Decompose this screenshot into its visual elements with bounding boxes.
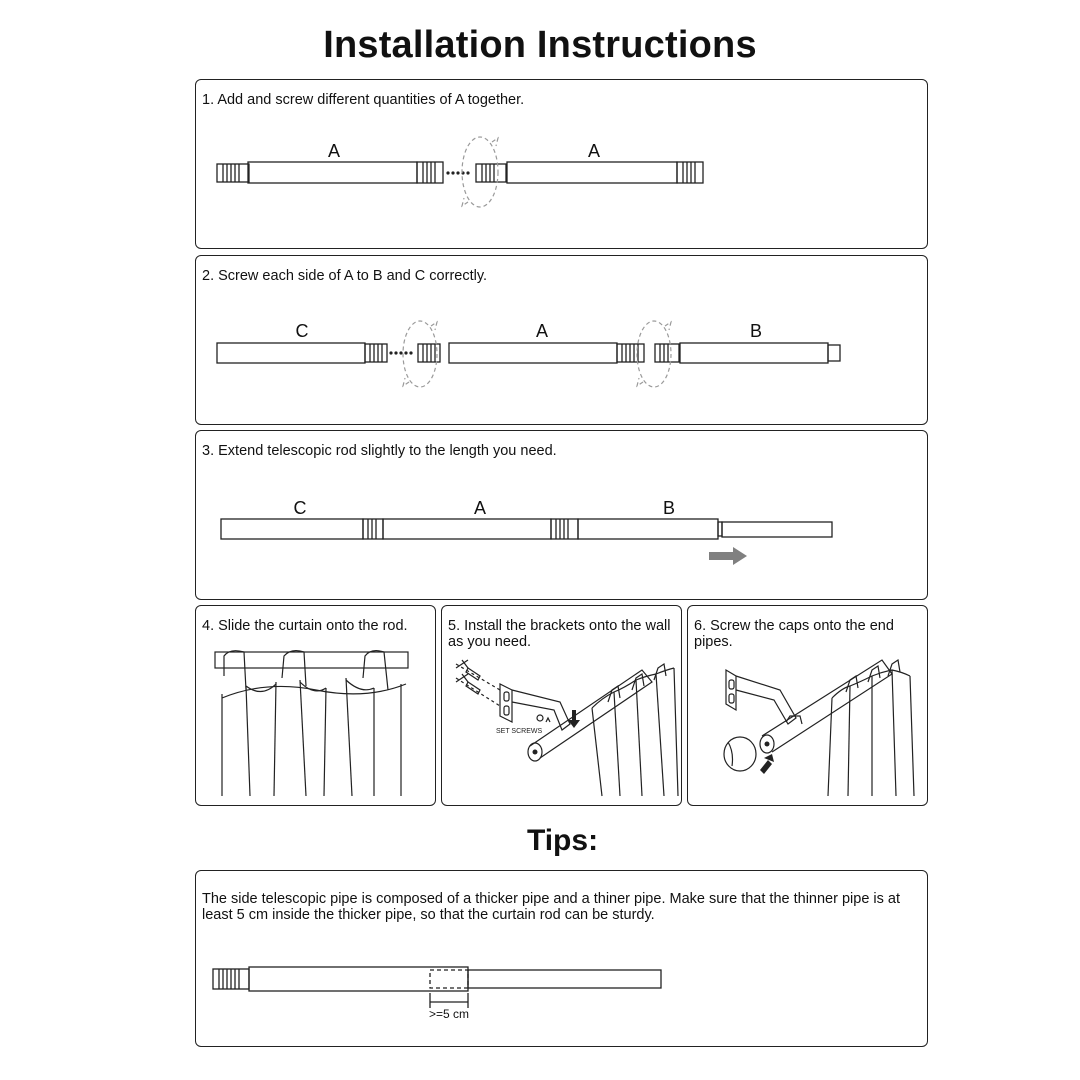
rod-thread-end — [216, 163, 250, 183]
tips-text: The side telescopic pipe is composed of … — [202, 891, 901, 923]
step-5-text: 5. Install the brackets onto the wall as… — [448, 618, 671, 650]
rod-a — [448, 342, 618, 364]
tips-heading: Tips: — [526, 824, 599, 857]
measure-label: >=5 cm — [429, 1007, 469, 1021]
step-2-text: 2. Screw each side of A to B and C corre… — [202, 268, 488, 284]
thinner-pipe — [467, 969, 662, 989]
step-3-panel: 3. Extend telescopic rod slightly to the… — [195, 430, 928, 600]
step-1-text: 1. Add and screw different quantities of… — [202, 92, 525, 108]
curtain-loop — [362, 650, 389, 691]
rod-b — [577, 518, 719, 540]
rotation-arrow-icon — [402, 320, 438, 388]
screw-line — [455, 677, 501, 707]
label-a: A — [536, 321, 548, 341]
bracket-install-illustration: SET SCREWS — [455, 659, 679, 797]
step-3-diagram: C A B — [220, 498, 833, 565]
screw-line — [455, 663, 501, 691]
step-1-panel: 1. Add and screw different quantities of… — [195, 79, 928, 249]
rod-a-1 — [247, 161, 418, 184]
rod-c — [220, 518, 364, 540]
curtain-rod-illustration — [214, 650, 409, 797]
rotation-arrow-icon — [636, 320, 672, 388]
tips-diagram: >=5 cm — [212, 966, 662, 1021]
down-arrow-icon — [568, 710, 580, 728]
tips-panel: The side telescopic pipe is composed of … — [195, 870, 928, 1047]
rod-c — [216, 342, 366, 364]
rod-b — [679, 342, 829, 364]
label-a: A — [474, 498, 486, 518]
page-title: Installation Instructions — [323, 24, 757, 66]
curtain-hem-top — [221, 683, 407, 699]
curtain-loop — [223, 650, 247, 691]
wall-bracket — [725, 668, 737, 712]
step-4-text: 4. Slide the curtain onto the rod. — [202, 618, 408, 634]
set-screws-label: SET SCREWS — [496, 728, 542, 735]
curtain-loop — [281, 650, 307, 687]
step-1-diagram: A A — [216, 136, 704, 208]
step-3-text: 3. Extend telescopic rod slightly to the… — [202, 443, 557, 459]
insert-arrow-icon — [760, 754, 774, 774]
rod — [214, 651, 409, 669]
step-6-text: 6. Screw the caps onto the end pipes. — [694, 618, 894, 650]
step-2-diagram: C A B — [216, 320, 841, 388]
step-4-panel: 4. Slide the curtain onto the rod. — [195, 605, 436, 806]
label-a-1: A — [328, 141, 340, 161]
end-cap-illustration — [723, 658, 915, 797]
step-5-panel: 5. Install the brackets onto the wall as… — [441, 605, 682, 806]
rod-a — [382, 518, 552, 540]
rod-a-2 — [506, 161, 678, 184]
rotation-arrow-icon — [461, 136, 499, 208]
label-b: B — [663, 498, 675, 518]
wall-bracket — [499, 683, 513, 723]
label-b: B — [750, 321, 762, 341]
extend-arrow-icon — [709, 547, 747, 565]
telescopic-inner-pipe — [721, 521, 833, 538]
rod-thread-joint — [416, 161, 444, 184]
set-screw-icon — [536, 714, 544, 722]
end-cap — [723, 736, 757, 772]
rod — [761, 659, 893, 753]
label-a-2: A — [588, 141, 600, 161]
thicker-pipe — [248, 966, 469, 992]
step-2-panel: 2. Screw each side of A to B and C corre… — [195, 255, 928, 425]
inserted-section — [429, 969, 469, 989]
label-c: C — [296, 321, 309, 341]
label-c: C — [294, 498, 307, 518]
step-6-panel: 6. Screw the caps onto the end pipes. — [687, 605, 928, 806]
